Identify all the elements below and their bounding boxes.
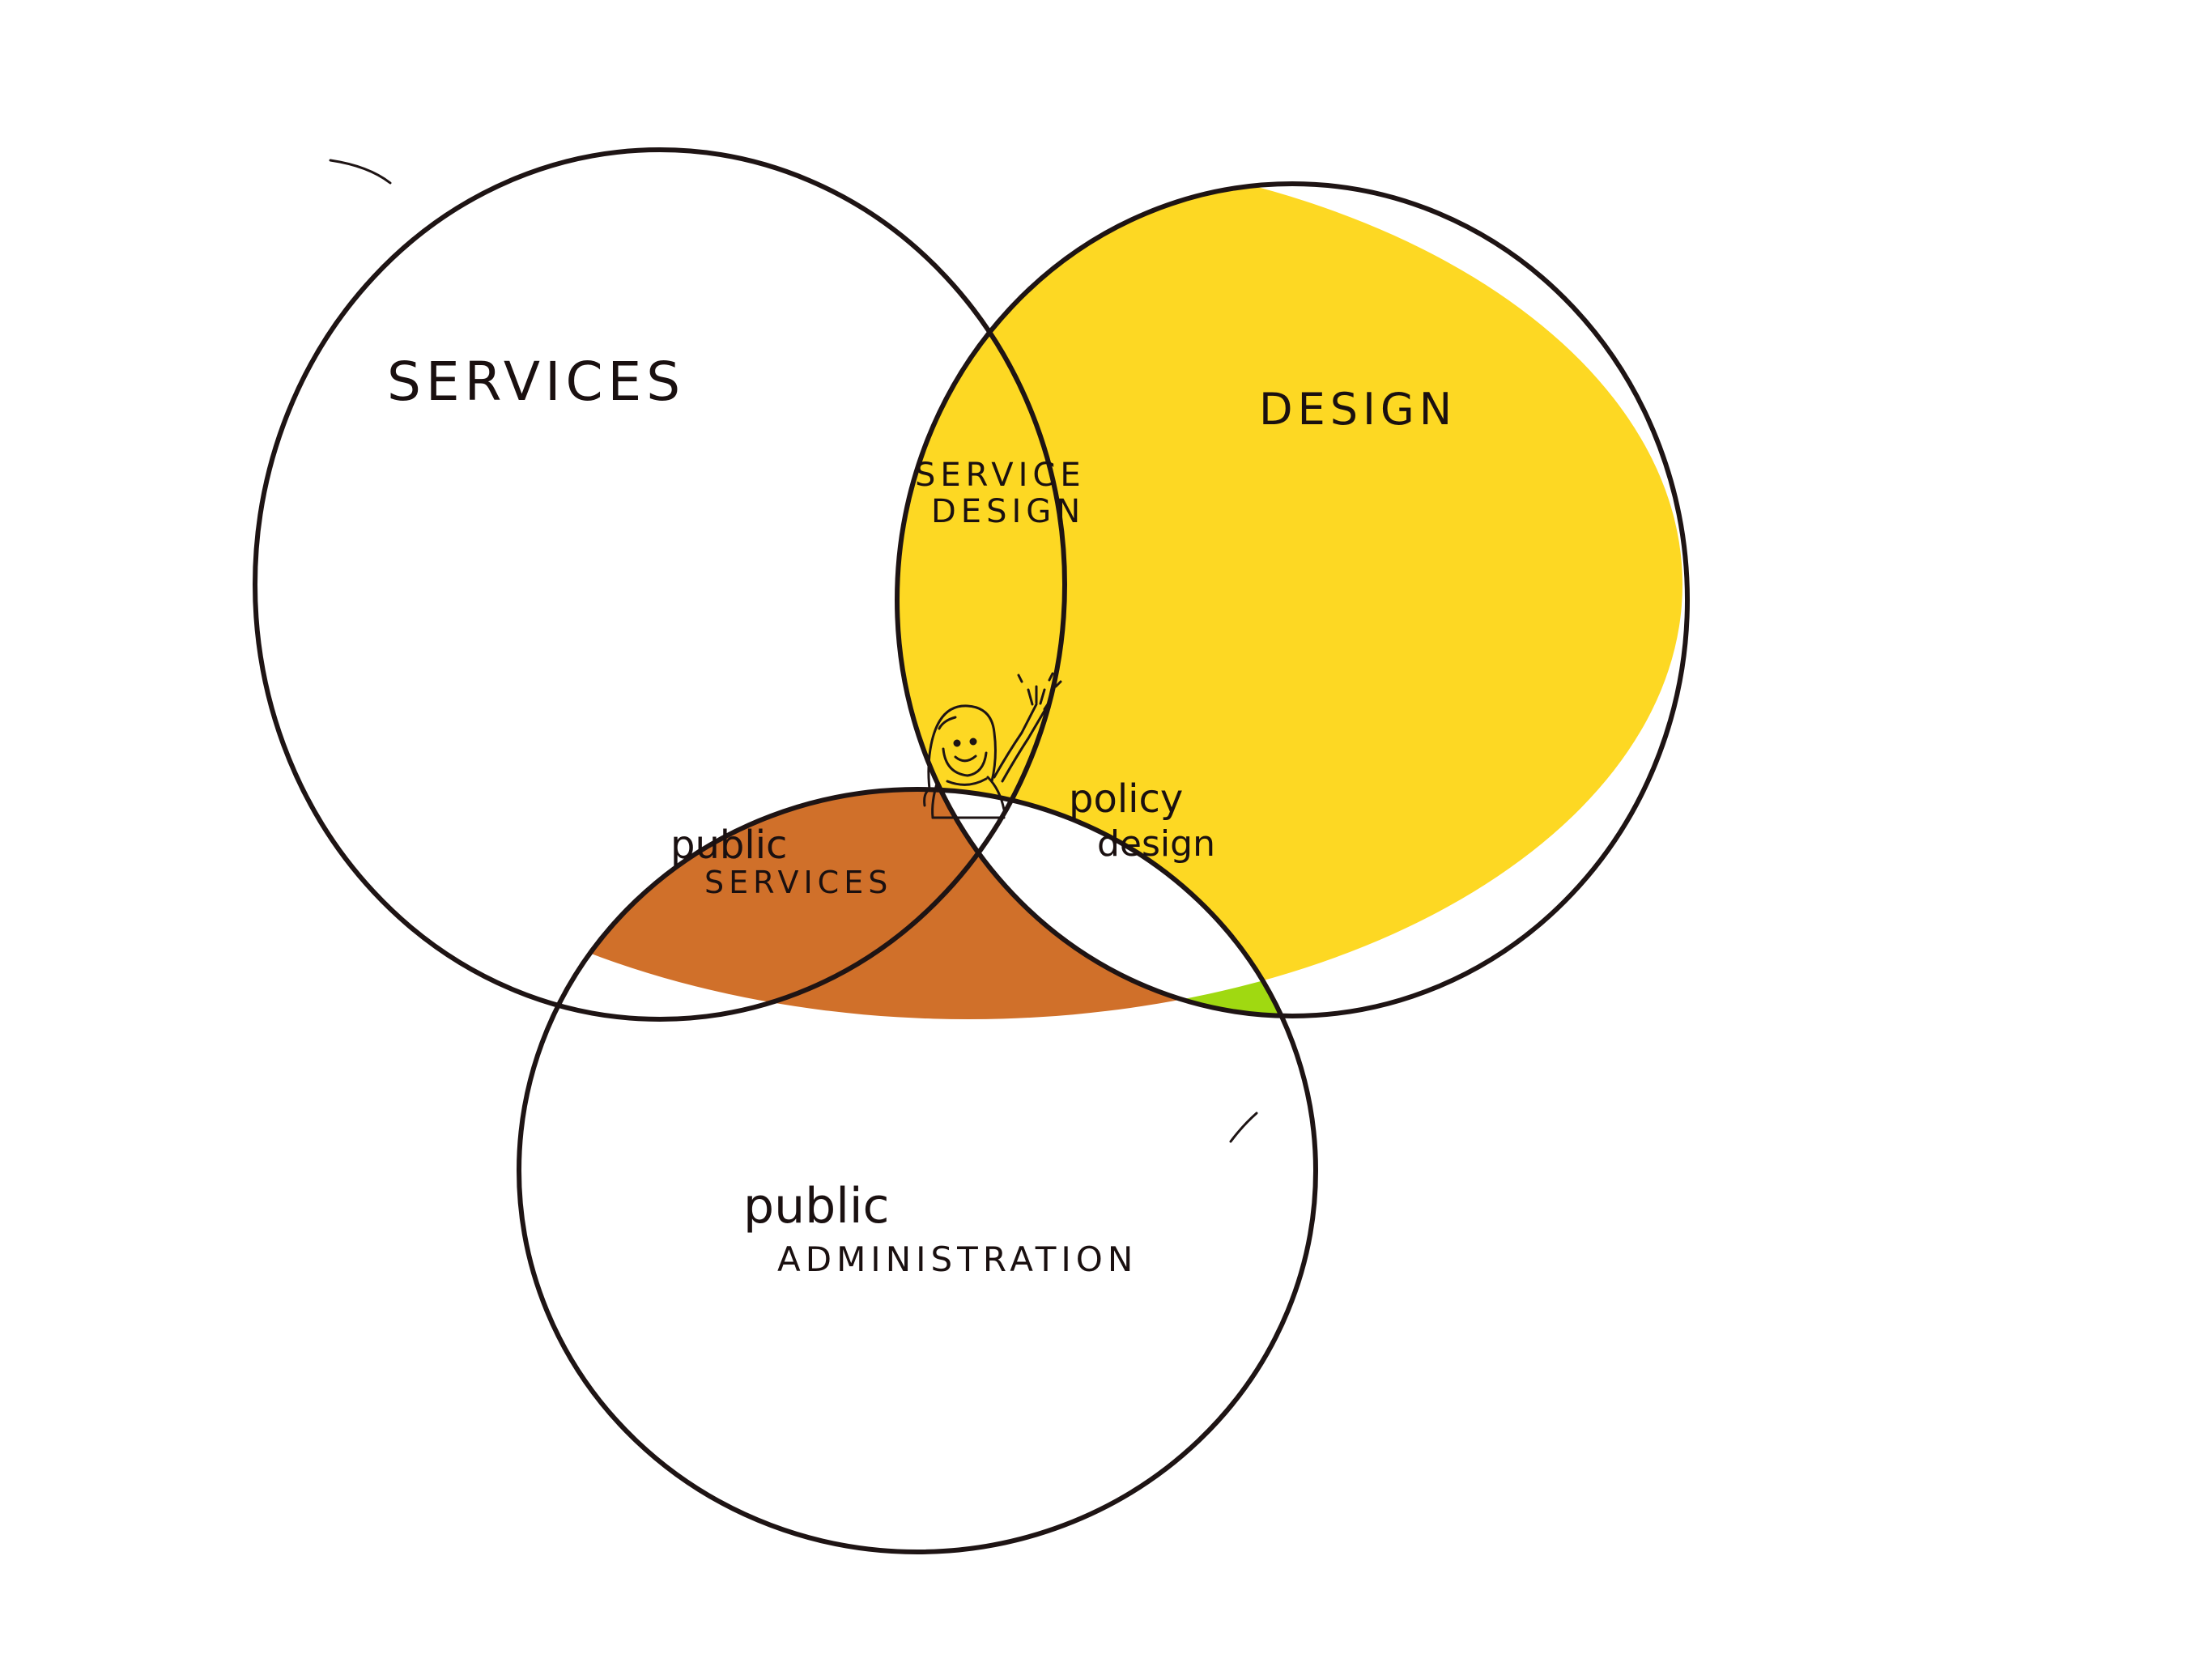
stray-mark-top-left [329,159,392,185]
label-service-design-line1: SERVICE [915,457,1086,494]
public-administration-circle [517,787,1318,1554]
label-service-design-line2: DESIGN [931,493,1085,530]
label-design: DESIGN [1259,384,1457,435]
label-services: SERVICES [387,351,685,413]
services-circle [253,147,1067,1022]
label-policy-design-line1: policy [1069,776,1183,822]
waving-person-icon [923,672,1062,819]
region-public-services [519,789,1316,1019]
region-service-design [897,184,1682,1016]
label-public-administration-line1: public [743,1178,890,1235]
stray-mark-right [1229,1112,1258,1143]
label-public-services-line1: public [670,823,787,868]
label-public-services-line2: SERVICES [704,865,892,900]
design-circle [895,181,1690,1018]
label-public-administration-line2: ADMINISTRATION [777,1239,1138,1279]
label-policy-design-line2: design [1097,823,1215,865]
